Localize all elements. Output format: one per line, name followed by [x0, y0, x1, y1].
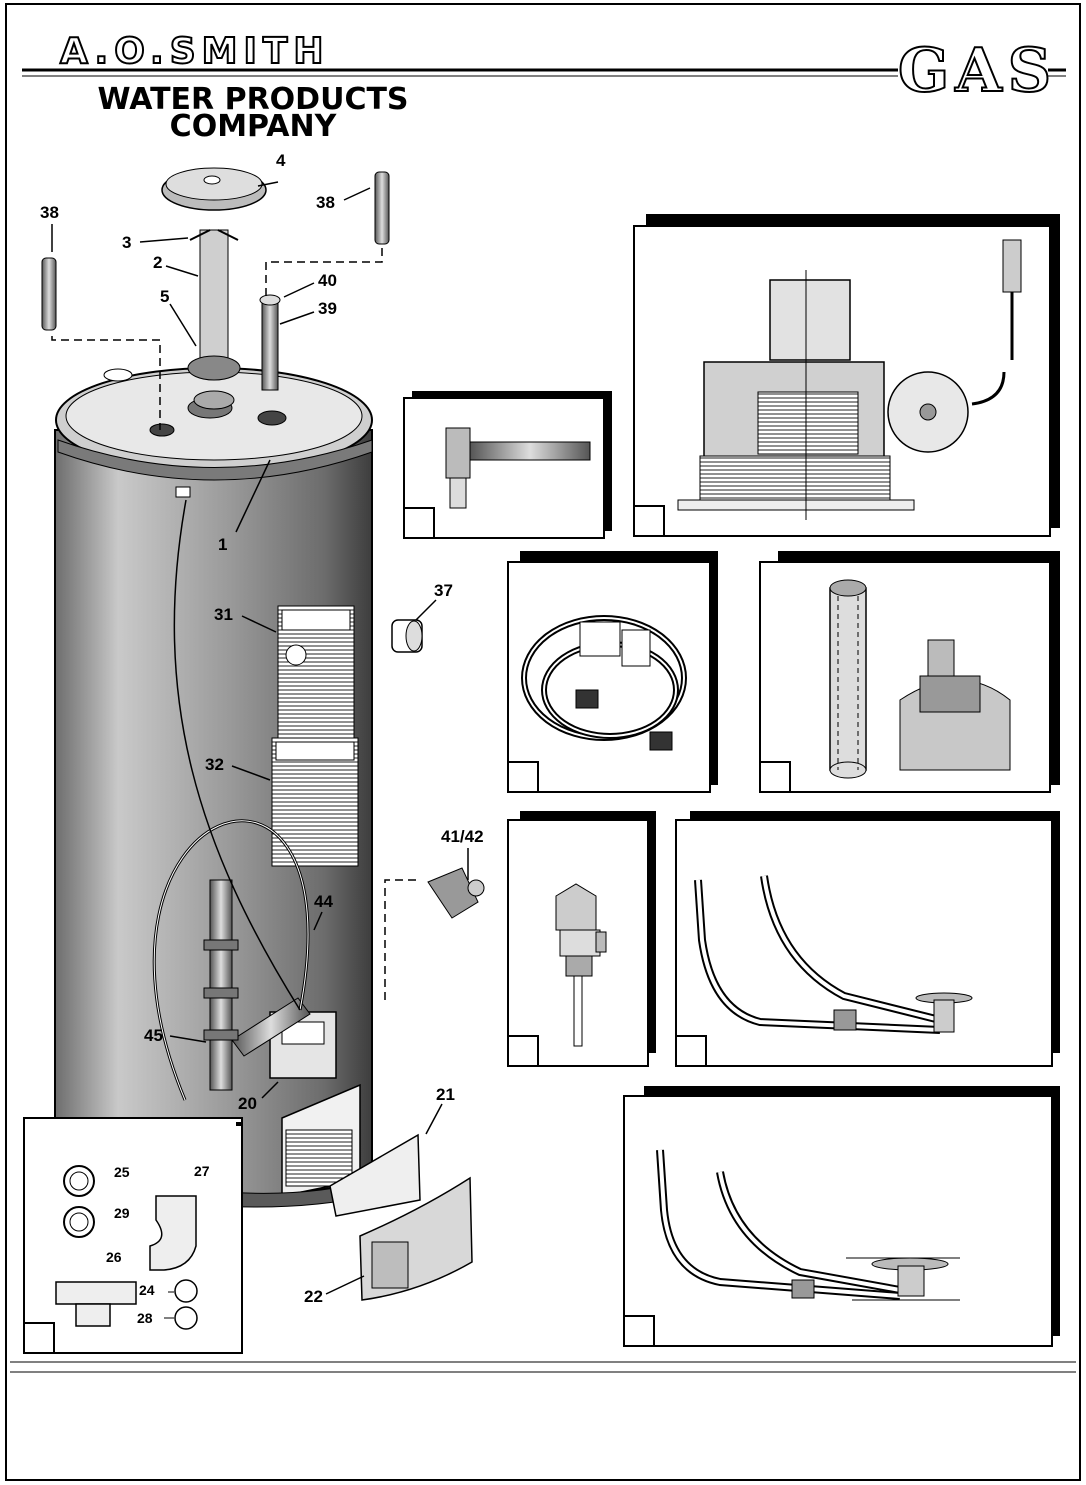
gas-control-and-piping: [152, 499, 485, 1101]
callout-26: 26: [106, 1249, 122, 1265]
vent-pipe-inset: [759, 551, 1060, 793]
callout-2: 2: [153, 253, 163, 272]
callout-39: 39: [318, 299, 337, 318]
callout-37: 37: [434, 581, 453, 600]
company-line-2: COMPANY: [169, 109, 337, 144]
power-cord-inset: [507, 551, 718, 793]
flue-blower-inset: [633, 214, 1060, 537]
callout-40: 40: [318, 271, 337, 290]
callout-4: 4: [276, 151, 286, 170]
callout-20: 20: [238, 1094, 257, 1113]
callout-31: 31: [214, 605, 233, 624]
top-parts: [41, 167, 390, 430]
company-line-1: WATER PRODUCTS: [97, 82, 409, 117]
callout-3: 3: [122, 233, 132, 252]
callout-25: 25: [114, 1164, 130, 1180]
page-border: [5, 3, 1081, 1481]
burner-assembly-inset-a: [675, 811, 1060, 1067]
fittings-kit-inset: [23, 1117, 243, 1354]
callout-32: 32: [205, 755, 224, 774]
burner-assembly-inset-b: [623, 1086, 1060, 1347]
company-name: WATER PRODUCTS COMPANY: [48, 82, 458, 144]
brand-logo: A.O.SMITH: [59, 31, 330, 72]
fuel-type-badge: GAS: [897, 36, 1058, 106]
callout-28: 28: [137, 1310, 153, 1326]
callout-27: 27: [194, 1163, 210, 1179]
burner-doors: [329, 1133, 473, 1301]
callout-45: 45: [144, 1026, 163, 1045]
callout-1: 1: [218, 535, 228, 554]
callout-41-42: 41/42: [441, 827, 484, 846]
callout-44: 44: [314, 892, 333, 911]
callout-38-left: 38: [40, 203, 59, 222]
relief-valve-inset: [507, 811, 656, 1067]
callout-38-right: 38: [316, 193, 335, 212]
callout-24: 24: [139, 1282, 155, 1298]
callout-29: 29: [114, 1205, 130, 1221]
anode-fitting-inset: [403, 391, 612, 539]
callout-5: 5: [160, 287, 170, 306]
leader-lines: [51, 181, 469, 1295]
callout-22: 22: [304, 1287, 323, 1306]
warning-labels: [271, 605, 359, 867]
callout-21: 21: [436, 1085, 455, 1104]
